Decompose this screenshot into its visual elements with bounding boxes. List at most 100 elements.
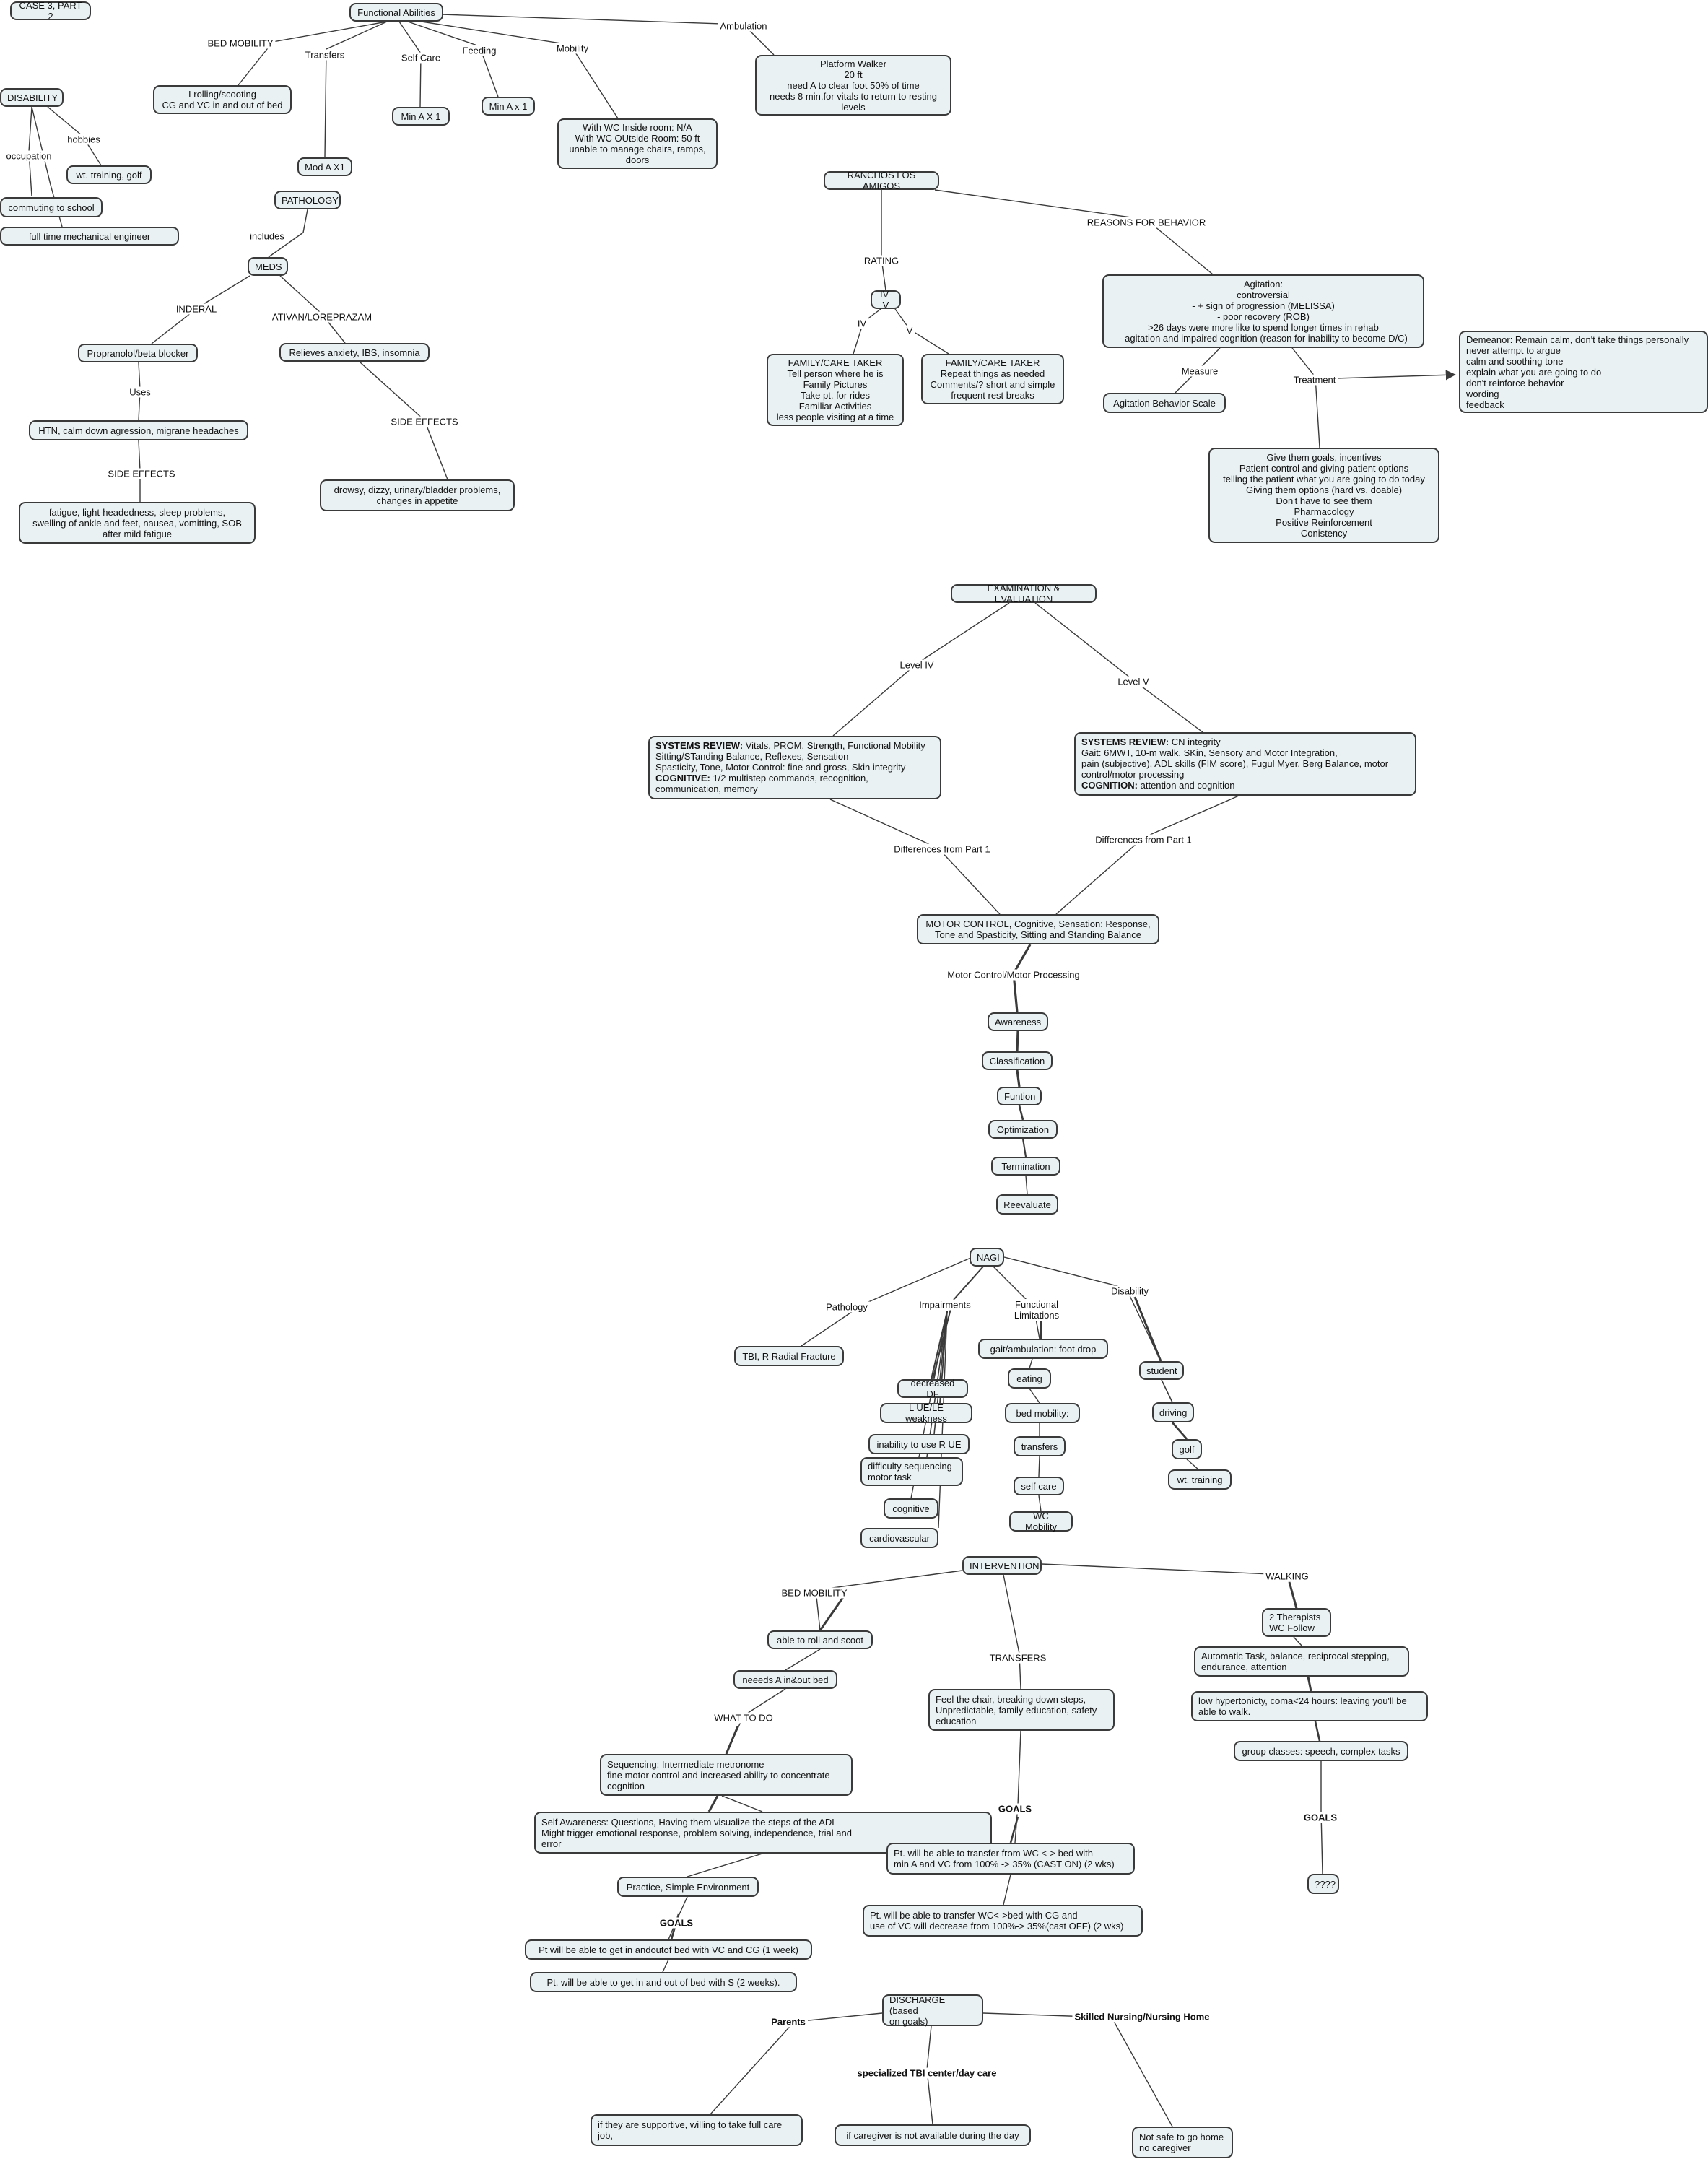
connector-line [1003,1874,1011,1906]
concept-node-goaltr1[interactable]: Pt. will be able to transfer from WC <->… [886,1843,1135,1875]
concept-node-wttraining2[interactable]: wt. training [1168,1469,1232,1490]
concept-node-ivv[interactable]: IV-V [871,289,901,310]
concept-node-cardio[interactable]: cardiovascular [860,1528,938,1548]
concept-node-notsafe[interactable]: Not safe to go home no caregiver [1132,2127,1233,2158]
concept-node-meds[interactable]: MEDS [248,257,288,276]
concept-node-wttraining1[interactable]: wt. training, golf [66,165,152,184]
concept-node-lowhyper[interactable]: low hypertonicty, coma<24 hours: leaving… [1191,1691,1428,1721]
concept-node-driving[interactable]: driving [1152,1402,1194,1422]
concept-node-supportive[interactable]: if they are supportive, willing to take … [591,2114,803,2146]
link-label-snf: Skilled Nursing/Nursing Home [1072,2011,1212,2023]
connector-line [853,308,881,355]
concept-node-sys5[interactable]: SYSTEMS REVIEW: CN integrity Gait: 6MWT,… [1074,732,1416,796]
concept-node-goalbed2[interactable]: Pt. will be able to get in and out of be… [530,1972,797,1992]
concept-node-demeanor[interactable]: Demeanor: Remain calm, don't take things… [1459,331,1708,413]
concept-node-roll[interactable]: able to roll and scoot [767,1630,873,1649]
concept-node-nagi[interactable]: NAGI [970,1248,1004,1267]
concept-node-gait[interactable]: gait/ambulation: foot drop [978,1339,1108,1359]
concept-node-bedmob_n[interactable]: I rolling/scooting CG and VC in and out … [153,85,292,114]
concept-node-fam5[interactable]: FAMILY/CARE TAKER Repeat things as neede… [921,354,1064,404]
concept-node-inability[interactable]: inability to use R UE [868,1434,970,1454]
concept-node-termination[interactable]: Termination [991,1157,1060,1176]
concept-node-sequencing[interactable]: Sequencing: Intermediate metronome fine … [600,1754,853,1796]
concept-node-func[interactable]: Functional Abilities [349,3,443,22]
concept-node-wc[interactable]: With WC Inside room: N/A With WC OUtside… [557,118,718,169]
concept-node-fulltime[interactable]: full time mechanical engineer [0,227,179,246]
concept-node-bedmob2[interactable]: bed mobility: [1005,1403,1080,1423]
connector-line [1133,1296,1162,1362]
concept-node-relieves[interactable]: Relieves anxiety, IBS, insomnia [279,343,430,362]
concept-node-ranchos[interactable]: RANCHOS LOS AMIGOS [824,170,939,191]
connector-line [324,21,388,158]
concept-node-cognitive[interactable]: cognitive [884,1498,938,1519]
concept-node-fatigue[interactable]: fatigue, light-headedness, sleep problem… [19,502,256,544]
concept-node-difficulty[interactable]: difficulty sequencing motor task [860,1457,963,1486]
concept-node-sys4[interactable]: SYSTEMS REVIEW: Vitals, PROM, Strength, … [648,736,941,799]
concept-node-automatic[interactable]: Automatic Task, balance, reciprocal step… [1194,1646,1409,1677]
concept-node-twoth[interactable]: 2 Therapists WC Follow [1262,1608,1331,1637]
concept-node-luele[interactable]: L UE/LE weakness [880,1402,972,1424]
concept-node-minax1[interactable]: Min A X 1 [392,107,450,126]
connector-line [1307,1676,1312,1692]
link-label-tbicenter: specialized TBI center/day care [855,2067,999,2079]
concept-node-agitation[interactable]: Agitation: controversial - + sign of pro… [1102,274,1424,348]
concept-node-goaltr2[interactable]: Pt. will be able to transfer WC<->bed wi… [863,1905,1143,1937]
concept-node-drowsy[interactable]: drowsy, dizzy, urinary/bladder problems,… [320,479,515,511]
concept-node-abs[interactable]: Agitation Behavior Scale [1103,393,1226,413]
concept-node-disab[interactable]: DISABILITY [0,88,64,107]
concept-node-modax1[interactable]: Mod A X1 [297,157,352,176]
concept-node-goalbed1[interactable]: Pt will be able to get in andoutof bed w… [525,1939,812,1960]
concept-node-pathology[interactable]: PATHOLOGY [274,191,341,209]
concept-node-awareness[interactable]: Awareness [988,1012,1048,1031]
concept-node-optimization[interactable]: Optimization [988,1120,1058,1139]
connector-line [1029,1358,1033,1369]
concept-node-exam[interactable]: EXAMINATION & EVALUATION [951,583,1097,604]
concept-node-needs[interactable]: neeeds A in&out bed [733,1670,837,1689]
concept-node-tbi[interactable]: TBI, R Radial Fracture [734,1346,844,1366]
connector-line [1161,1379,1173,1403]
concept-node-platform[interactable]: Platform Walker 20 ft need A to clear fo… [755,55,951,116]
concept-node-case[interactable]: CASE 3, PART 2 [10,0,91,22]
concept-node-fam4[interactable]: FAMILY/CARE TAKER Tell person where he i… [767,354,904,426]
node-text-label-review: SYSTEMS REVIEW: [1081,737,1169,747]
concept-node-eating[interactable]: eating [1008,1368,1051,1389]
concept-node-wcmob[interactable]: WC Mobility [1009,1511,1073,1532]
link-label-walking: WALKING [1263,1571,1311,1582]
connector-line [1038,1456,1040,1477]
connector-line [707,1795,719,1812]
concept-node-transfers2[interactable]: transfers [1014,1436,1066,1456]
concept-node-discharge[interactable]: DISCHARGE (based on goals) [882,1994,983,2027]
concept-node-funtion[interactable]: Funtion [997,1087,1042,1105]
concept-node-student[interactable]: student [1139,1361,1184,1380]
concept-node-qqq[interactable]: ???? [1307,1874,1339,1894]
concept-node-intervention[interactable]: INTERVENTION [962,1556,1042,1575]
concept-node-motor[interactable]: MOTOR CONTROL, Cognitive, Sensation: Res… [917,914,1159,944]
connector-line [1186,1459,1199,1470]
concept-node-golf[interactable]: golf [1172,1439,1202,1459]
link-label-side1: SIDE EFFECTS [105,468,178,479]
concept-node-practice[interactable]: Practice, Simple Environment [617,1877,759,1897]
concept-node-propranolol[interactable]: Propranolol/beta blocker [78,344,198,362]
connector-line [1025,1175,1028,1195]
concept-node-group[interactable]: group classes: speech, complex tasks [1234,1741,1408,1761]
node-text-text-review: Vitals, PROM, Strength, Functional Mobil… [655,740,925,773]
link-label-reasons: REASONS FOR BEHAVIOR [1084,217,1208,228]
concept-node-feel[interactable]: Feel the chair, breaking down steps, Unp… [928,1689,1115,1731]
connector-line [398,21,422,108]
connector-line [1016,1069,1021,1087]
concept-node-selfaware[interactable]: Self Awareness: Questions, Having them v… [534,1812,992,1854]
concept-node-classification[interactable]: Classification [982,1051,1053,1070]
concept-node-selfcare2[interactable]: self care [1014,1477,1064,1495]
concept-node-decdf[interactable]: decreased DF [897,1378,968,1399]
concept-node-reevaluate[interactable]: Reevaluate [996,1194,1058,1215]
connector-line [1003,1574,1021,1690]
connector-line [1034,602,1203,733]
concept-node-commuting[interactable]: commuting to school [0,197,103,217]
concept-node-htn[interactable]: HTN, calm down agression, migrane headac… [29,420,248,440]
node-text-label-cog: COGNITIVE: [655,773,710,783]
concept-node-minax1b[interactable]: Min A x 1 [482,97,535,116]
link-label-measure: Measure [1179,365,1221,377]
concept-node-goals_tx[interactable]: Give them goals, incentives Patient cont… [1208,448,1439,543]
concept-node-caregiver[interactable]: if caregiver is not available during the… [835,2124,1031,2146]
